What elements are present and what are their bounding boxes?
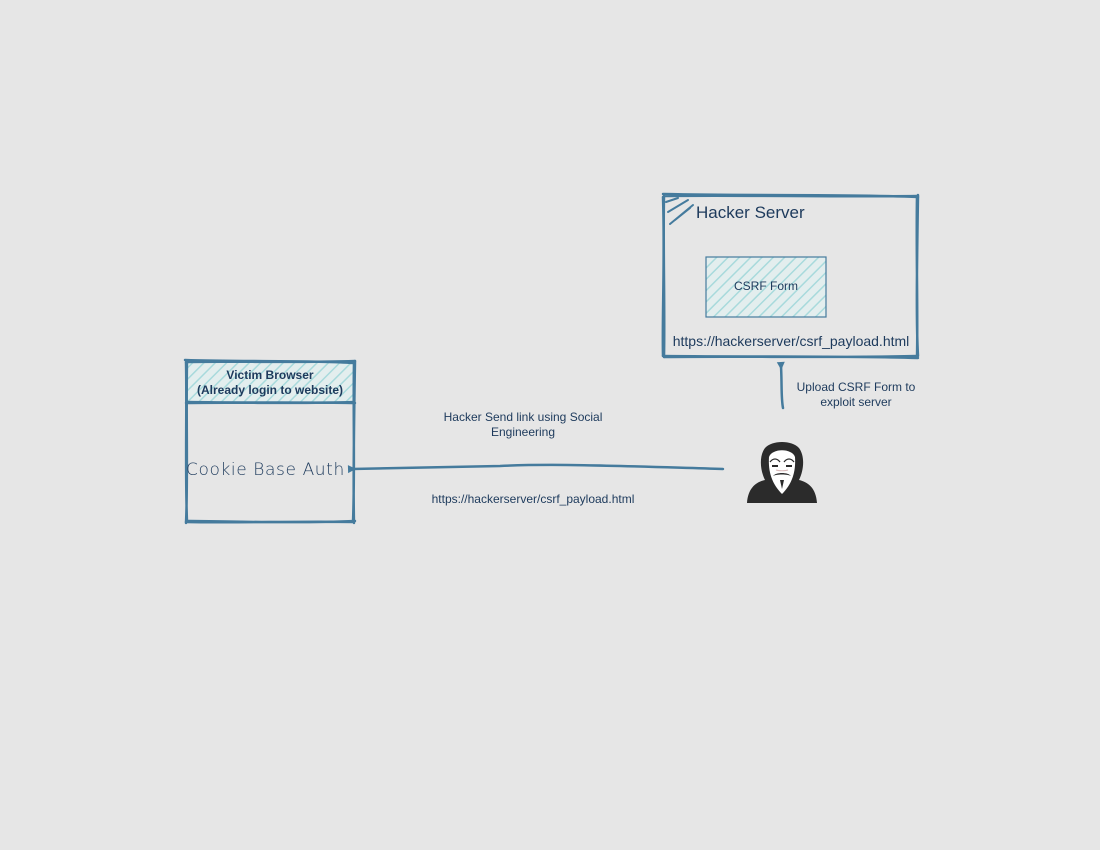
hacker-server-top-border xyxy=(661,192,920,199)
victim-browser-divider xyxy=(184,400,357,405)
hacker-server-url: https://hackerserver/csrf_payload.html xyxy=(672,333,910,349)
victim-browser-title-line2: (Already login to website) xyxy=(196,383,343,397)
victim-browser-right-border xyxy=(351,359,357,525)
hacker-server-bottom-border xyxy=(661,354,920,360)
victim-browser-title: Victim Browser (Already login to website… xyxy=(186,368,354,398)
hacker-mask-eyebrows xyxy=(769,458,795,463)
csrf-form-border xyxy=(705,256,827,318)
send-link-arrow xyxy=(347,463,725,474)
send-link-url: https://hackerserver/csrf_payload.html xyxy=(431,492,635,506)
victim-browser-title-line1: Victim Browser xyxy=(226,368,314,382)
anonymous-hacker-icon xyxy=(747,442,817,503)
hacker-server-left-border xyxy=(661,194,666,359)
csrf-form-label: CSRF Form xyxy=(734,279,798,293)
victim-browser-left-border xyxy=(184,359,189,525)
victim-browser-header-fill xyxy=(187,362,354,403)
hacker-mask xyxy=(768,450,796,494)
csrf-form-fill xyxy=(706,257,826,317)
cookie-base-auth-label: Cookie Base Auth xyxy=(186,460,345,480)
upload-arrow xyxy=(776,361,785,410)
hacker-mask-mustache xyxy=(773,473,791,476)
victim-browser-top-border xyxy=(183,358,357,365)
hacker-server-title: Hacker Server xyxy=(696,203,805,222)
hacker-mask-cheek xyxy=(775,469,789,472)
upload-edge-label: Upload CSRF Form to exploit server xyxy=(796,380,916,409)
hacker-mask-goatee xyxy=(780,480,784,489)
victim-browser-bottom-border xyxy=(184,519,357,524)
csrf-form-box xyxy=(705,256,827,318)
hacker-server-right-border xyxy=(915,193,920,359)
victim-browser-box xyxy=(183,358,357,525)
hacker-server-corner-hatch xyxy=(665,197,694,225)
hacker-server-box xyxy=(661,192,920,360)
send-link-edge-label: Hacker Send link using Social Engineerin… xyxy=(443,410,603,439)
